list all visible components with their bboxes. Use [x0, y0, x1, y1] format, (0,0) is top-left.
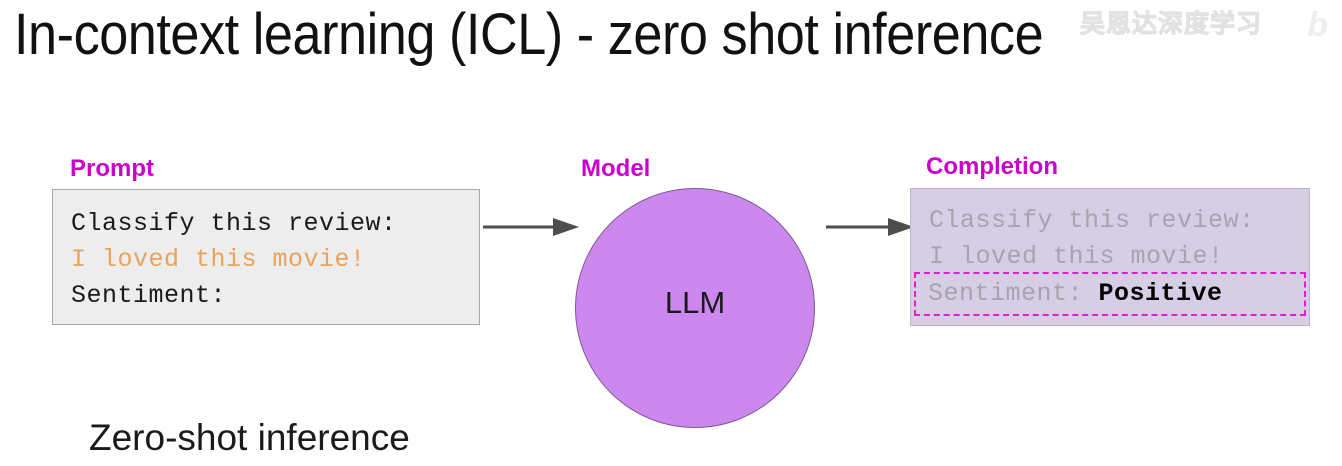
page-title: In-context learning (ICL) - zero shot in… — [14, 2, 1044, 67]
model-circle: LLM — [575, 188, 815, 428]
prompt-label: Prompt — [70, 155, 154, 182]
sentiment-prefix: Sentiment: — [928, 279, 1099, 308]
completion-sentiment-line: Sentiment: Positive — [928, 276, 1223, 312]
prompt-line-1: Classify this review: — [71, 209, 397, 238]
watermark-text: 吴恩达深度学习 — [1079, 10, 1263, 39]
model-label: Model — [581, 155, 651, 182]
sentiment-answer: Positive — [1098, 279, 1223, 308]
completion-line-2-review: I loved this movie! — [929, 242, 1224, 271]
arrow-prompt-to-model-icon — [483, 216, 579, 238]
completion-label: Completion — [926, 153, 1058, 180]
sentiment-highlight-box — [914, 272, 1306, 316]
prompt-line-2-review: I loved this movie! — [71, 245, 366, 274]
footer-caption: Zero-shot inference — [89, 417, 410, 458]
watermark: 吴恩达深度学习 b — [1079, 4, 1330, 50]
completion-textbox: Classify this review: I loved this movie… — [910, 188, 1310, 326]
prompt-textbox: Classify this review: I loved this movie… — [52, 189, 480, 325]
arrow-model-to-completion-icon — [826, 216, 914, 238]
completion-line-1: Classify this review: — [929, 206, 1255, 235]
watermark-logo-icon: b — [1307, 6, 1328, 44]
prompt-line-3: Sentiment: — [71, 281, 227, 310]
model-circle-label: LLM — [664, 285, 726, 320]
